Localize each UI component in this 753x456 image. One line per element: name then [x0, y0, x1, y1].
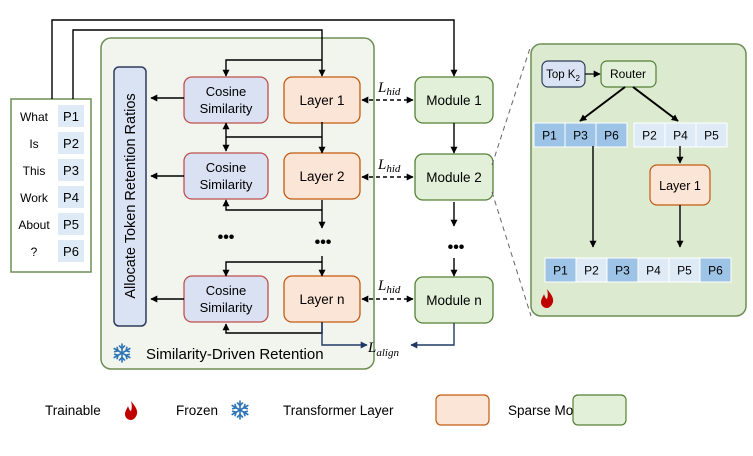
output-token-token: P4 [646, 264, 661, 278]
layer-ellipsis: ••• [315, 234, 332, 251]
zoom-line-bottom [491, 191, 532, 317]
input-word: What [20, 110, 49, 124]
connectors [51, 19, 458, 334]
legend-sparse-swatch [572, 394, 627, 426]
cosine-label-line2: Similarity [200, 177, 253, 192]
transformer-layer-label: Layer n [299, 292, 344, 307]
input-word: Is [29, 137, 38, 151]
legend-trainable-label: Trainable [45, 403, 101, 418]
sparse-module-label: Module 1 [426, 93, 482, 108]
transformer-layer-label: Layer 2 [299, 169, 344, 184]
hid-loss-label-1: Lhid [377, 80, 401, 98]
input-to-layer-arrow [72, 29, 326, 99]
left-group-token: P1 [542, 129, 557, 143]
cosine-label-line1: Cosine [206, 283, 246, 298]
retention-panel: Allocate Token Retention Ratios CosineSi… [100, 37, 375, 370]
input-token: P5 [63, 217, 79, 232]
legend-flame-icon [125, 401, 138, 420]
input-token-cell [58, 159, 84, 181]
input-word: This [23, 164, 46, 178]
output-token-cell [575, 257, 608, 283]
input-word: Work [20, 191, 49, 205]
allocate-ratios-box [113, 66, 147, 327]
input-word: ? [31, 245, 38, 259]
sparse-inner-layer-label: Layer 1 [659, 179, 701, 193]
hid-loss-label-3: Lhid [377, 278, 401, 296]
sparse-module-label: Module 2 [426, 170, 482, 185]
right-group-token: P5 [704, 129, 719, 143]
transformer-layer-label: Layer 1 [299, 93, 344, 108]
input-token-cell [58, 213, 84, 235]
left-group-cell [595, 122, 628, 148]
legend: Trainable Frozen Transformer Layer Spars… [45, 394, 627, 426]
align-loss-label: Lalign [367, 340, 399, 359]
left-group-cell [533, 122, 566, 148]
input-token: P1 [63, 109, 79, 124]
to-cosinen-arrow [222, 261, 322, 277]
input-token-cell [58, 105, 84, 127]
input-to-module-arrow [51, 19, 458, 99]
zoom-line-top [491, 44, 532, 166]
cosine-label-line2: Similarity [200, 101, 253, 116]
sparse-module-box [414, 153, 494, 201]
output-token-token: P6 [708, 264, 723, 278]
left-group-cell [564, 122, 597, 148]
input-token: P6 [63, 244, 79, 259]
legend-snowflake-icon [231, 400, 249, 420]
input-token: P2 [63, 136, 79, 151]
output-token-cell [668, 257, 701, 283]
router-box [600, 60, 657, 88]
align-loss-right-arrow [410, 323, 455, 349]
output-token-token: P3 [615, 264, 630, 278]
left-group-token: P3 [573, 129, 588, 143]
output-token-token: P5 [677, 264, 692, 278]
legend-frozen-label: Frozen [176, 403, 218, 418]
sparse-module-column: Module 1 Module 2 Module n [414, 76, 494, 324]
output-token-token: P2 [584, 264, 599, 278]
align-loss-left-arrow [321, 322, 368, 349]
right-group-token: P4 [673, 129, 688, 143]
input-to-cosine1-arrow [222, 59, 322, 77]
output-token-token: P1 [553, 264, 568, 278]
input-token-cell [58, 240, 84, 262]
topk-label: Top K2 [546, 69, 580, 83]
input-token-cell [58, 132, 84, 154]
legend-transformer-swatch [435, 394, 490, 426]
layer2-to-cosine2-arrow [222, 199, 322, 211]
router-to-right-group-arrow [632, 86, 679, 122]
hid-loss-label-2: Lhid [377, 157, 401, 175]
router-to-left-group-arrow [579, 86, 626, 122]
module-ellipsis: ••• [448, 239, 465, 256]
cosine-label-line1: Cosine [206, 84, 246, 99]
output-token-cell [699, 257, 732, 283]
input-token: P4 [63, 190, 79, 205]
legend-transformer-label: Transformer Layer [283, 403, 394, 418]
retention-footer-label: Similarity-Driven Retention [146, 346, 324, 363]
left-group-token: P6 [604, 129, 619, 143]
cosine-label-line2: Similarity [200, 300, 253, 315]
output-token-cell [544, 257, 577, 283]
input-word: About [18, 218, 50, 232]
router-label: Router [610, 67, 646, 81]
cosine-label-line1: Cosine [206, 160, 246, 175]
right-group-cell [633, 122, 666, 148]
right-group-token: P2 [642, 129, 657, 143]
right-group-cell [695, 122, 728, 148]
output-token-cell [637, 257, 670, 283]
hid-loss-labels: Lhid Lhid Lhid [377, 80, 401, 296]
allocate-ratios-label: Allocate Token Retention Ratios [123, 93, 139, 298]
sparse-module-label: Module n [426, 293, 482, 308]
cosine-ellipsis: ••• [218, 229, 235, 246]
input-token-cell [58, 186, 84, 208]
sparse-detail-frame [530, 43, 747, 317]
output-token-cell [606, 257, 639, 283]
input-token: P3 [63, 163, 79, 178]
